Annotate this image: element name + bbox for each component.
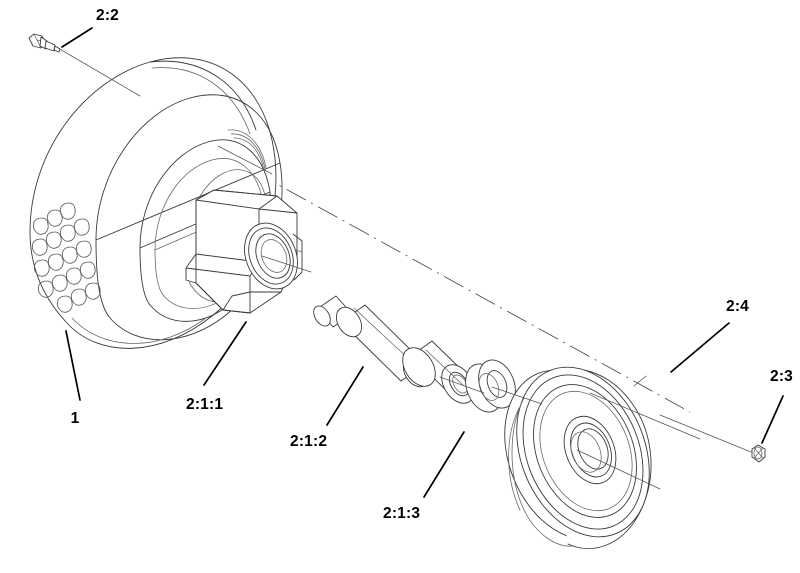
callout-leader-1 <box>65 330 81 401</box>
callout-label-2-1-3: 2:1:3 <box>383 505 420 522</box>
callout-label-2-1-1: 2:1:1 <box>186 396 223 413</box>
callout-label-2-3: 2:3 <box>770 368 793 385</box>
part-pulley[interactable] <box>481 347 674 560</box>
callout-label-2-1-2: 2:1:2 <box>290 433 327 450</box>
part-wheel-hub[interactable] <box>185 189 307 314</box>
callout-group-2-4[interactable]: 2:4 <box>670 298 749 373</box>
callout-label-2-4: 2:4 <box>726 298 749 315</box>
callout-group-2-1-2[interactable]: 2:1:2 <box>290 366 364 450</box>
callout-label-1: 1 <box>71 410 80 427</box>
pointer-lines <box>57 47 752 490</box>
callout-group-1[interactable]: 1 <box>65 330 81 427</box>
callout-leader-2-1-1 <box>203 321 247 386</box>
callout-leader-2-4 <box>670 322 730 373</box>
callout-leader-2-3 <box>761 395 784 444</box>
callout-leader-2-1-2 <box>326 366 364 426</box>
callout-label-2-2: 2:2 <box>96 7 119 24</box>
callout-leader-2-1-3 <box>423 431 465 498</box>
callout-leader-2-2 <box>61 27 93 48</box>
callout-group-2-2[interactable]: 2:2 <box>61 7 119 48</box>
part-hex-head-bolt[interactable] <box>28 33 61 53</box>
tire-tread-pattern <box>31 202 101 313</box>
callout-group-2-3[interactable]: 2:3 <box>761 368 793 444</box>
part-sleeve-bushing[interactable] <box>396 340 481 409</box>
callout-group-2-1-3[interactable]: 2:1:3 <box>383 431 465 522</box>
part-washer[interactable] <box>459 354 522 417</box>
callout-group-2-1-1[interactable]: 2:1:1 <box>186 321 247 413</box>
part-hex-nut[interactable] <box>751 444 766 463</box>
assembly-centerline <box>254 171 691 413</box>
